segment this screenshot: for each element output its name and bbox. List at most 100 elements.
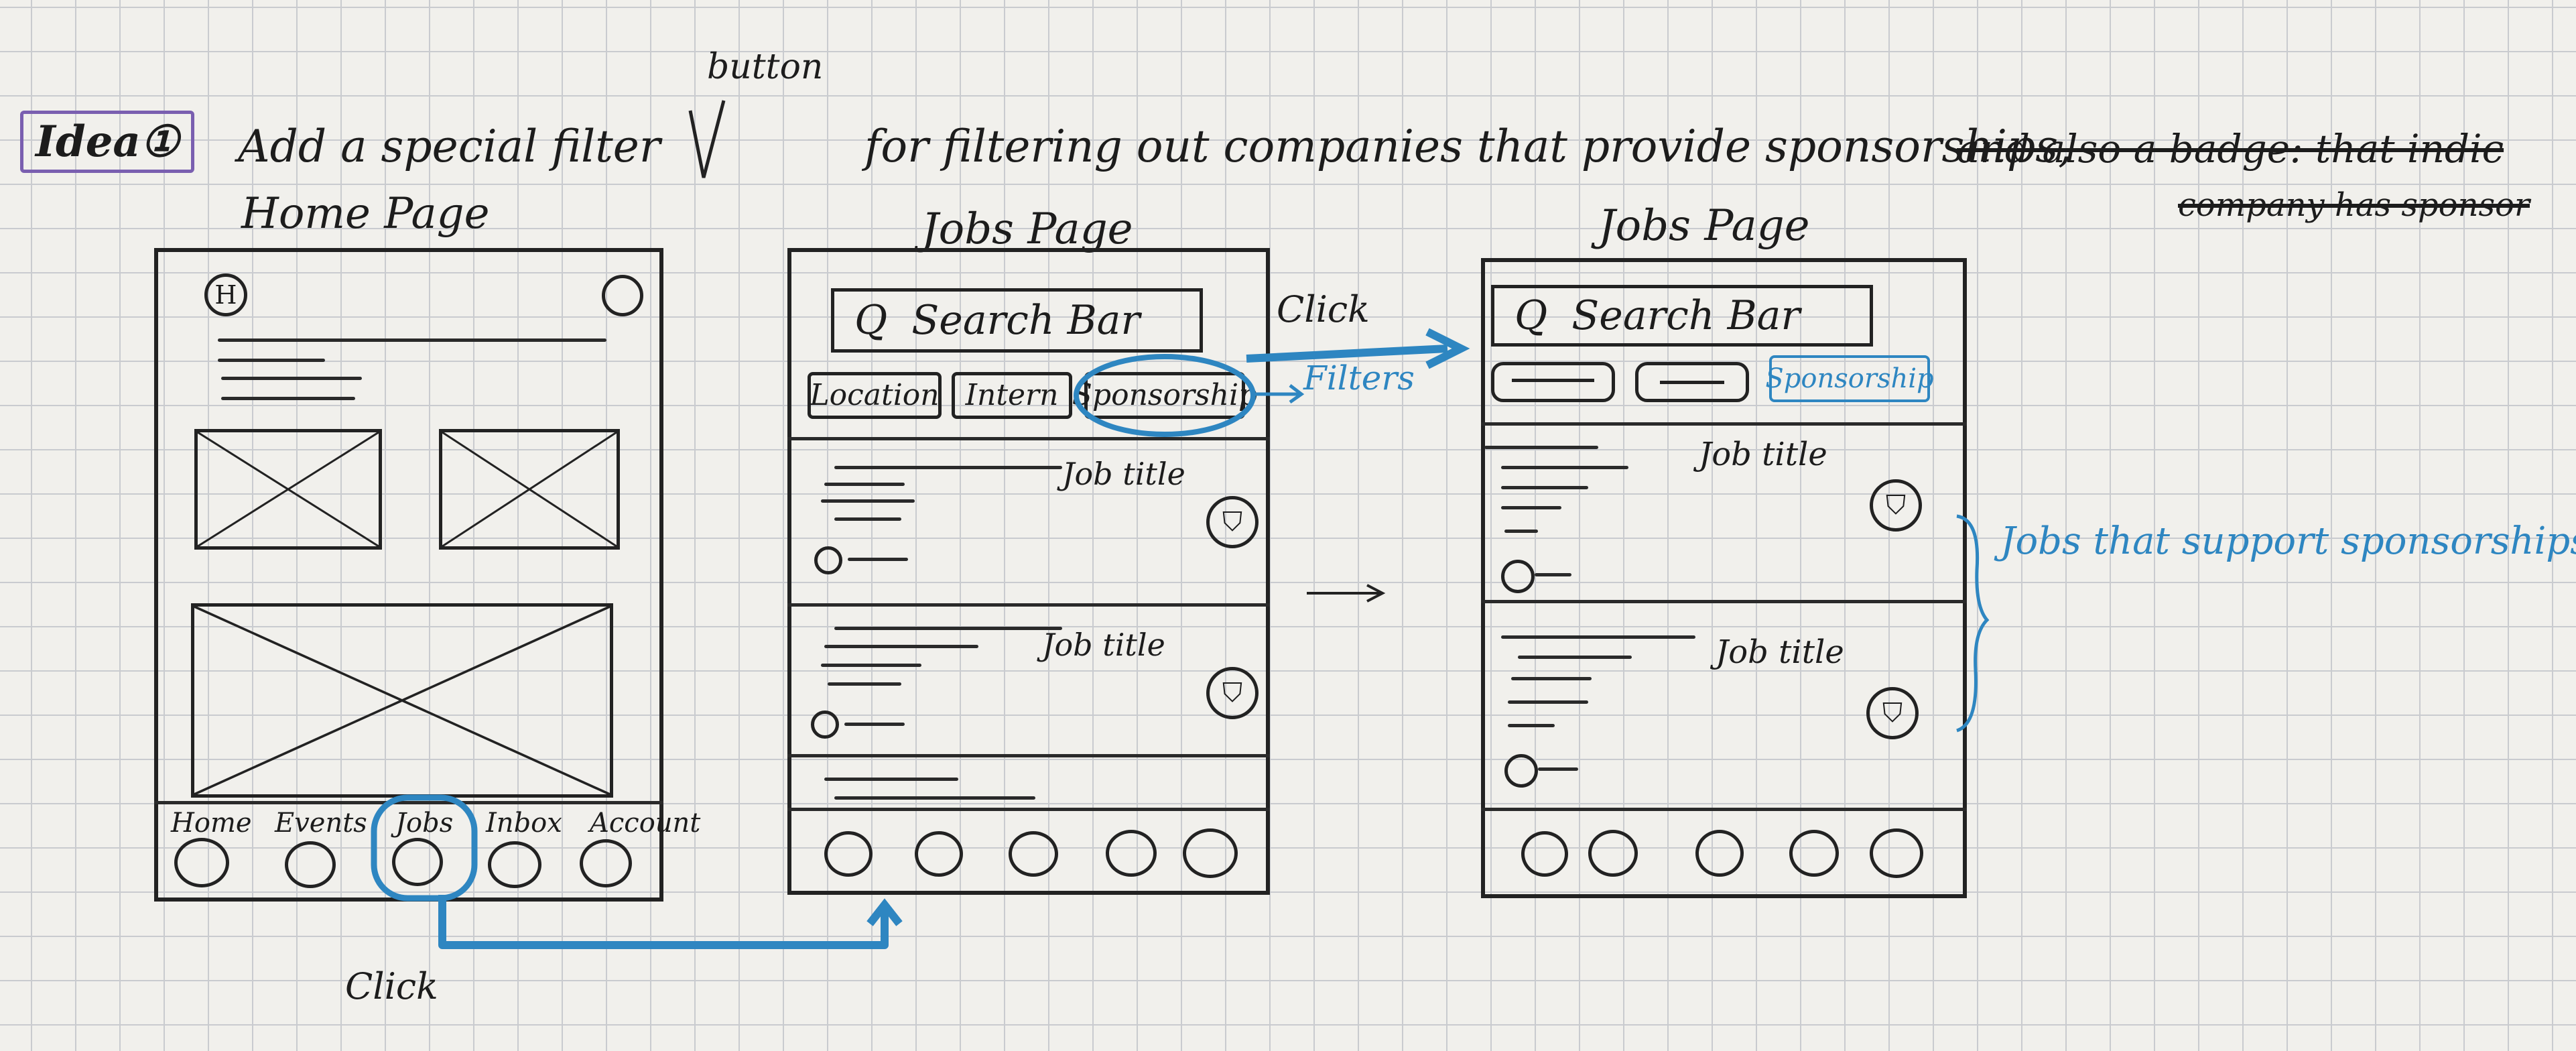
filter-location-button[interactable] bbox=[1491, 362, 1615, 402]
bookmark-icon[interactable]: ⛉ bbox=[1206, 496, 1259, 548]
nav-home-button[interactable] bbox=[1521, 831, 1568, 877]
home-text-line bbox=[218, 359, 325, 362]
nav-events-button[interactable] bbox=[285, 841, 336, 888]
home-text-line bbox=[221, 397, 355, 400]
filter-sponsorship-button[interactable]: Sponsorship bbox=[1072, 372, 1257, 419]
bookmark-icon[interactable]: ⛉ bbox=[1206, 667, 1259, 719]
job-text-line bbox=[1535, 573, 1571, 576]
job-text-line bbox=[821, 499, 915, 503]
nav-label-inbox: Inbox bbox=[486, 808, 562, 839]
job-text-line bbox=[848, 558, 908, 561]
click-annotation-top: Click bbox=[1277, 288, 1370, 330]
inserted-word: button bbox=[707, 47, 824, 87]
job-text-line bbox=[1508, 724, 1555, 727]
header-sentence-part1: Add a special filter bbox=[238, 121, 661, 172]
jobs-page-1-frame bbox=[787, 248, 1270, 895]
nav-inbox-button[interactable] bbox=[1106, 830, 1157, 877]
job-text-line bbox=[1501, 466, 1628, 469]
struck-text-1: and also a badge: that indic bbox=[1957, 126, 2504, 172]
nav-events-button[interactable] bbox=[1588, 830, 1638, 877]
job-text-line bbox=[1501, 635, 1695, 639]
filter-location-button[interactable]: Location bbox=[808, 372, 942, 419]
bookmark-icon[interactable]: ⛉ bbox=[1866, 687, 1919, 739]
nav-label-account: Account bbox=[590, 808, 701, 839]
job-text-line bbox=[824, 645, 978, 648]
chip-line bbox=[1512, 378, 1594, 382]
job-text-line bbox=[1508, 700, 1588, 704]
search-placeholder: Search Bar bbox=[1571, 292, 1801, 339]
nav-inbox-button[interactable] bbox=[1789, 830, 1839, 877]
jobs-2-divider bbox=[1481, 422, 1967, 426]
nav-jobs-button[interactable] bbox=[1009, 831, 1058, 877]
jobs-1-search-bar[interactable]: Q Search Bar bbox=[831, 288, 1203, 353]
nav-label-home: Home bbox=[171, 808, 252, 839]
nav-home-button[interactable] bbox=[174, 838, 229, 887]
job-text-line bbox=[828, 682, 901, 686]
job-text-line bbox=[1518, 656, 1632, 659]
search-icon: Q bbox=[1515, 292, 1548, 339]
nav-events-button[interactable] bbox=[915, 831, 963, 877]
filter-sponsorship-button-active[interactable]: Sponsorship bbox=[1765, 355, 1934, 402]
nav-inbox-button[interactable] bbox=[488, 841, 541, 888]
job-text-line bbox=[1484, 446, 1598, 449]
job-text-line bbox=[1538, 767, 1578, 771]
nav-account-button[interactable] bbox=[1870, 828, 1923, 878]
filter-intern-button[interactable] bbox=[1635, 362, 1749, 402]
nav-home-button[interactable] bbox=[824, 831, 873, 877]
nav-jobs-button[interactable] bbox=[392, 838, 443, 886]
job-title-1: Job title bbox=[1699, 436, 1827, 473]
filter-intern-button[interactable]: Intern bbox=[952, 372, 1072, 419]
idea-tag: Idea① bbox=[20, 111, 195, 173]
home-banner-placeholder bbox=[191, 603, 613, 798]
jobs-1-nav-divider bbox=[787, 808, 1270, 811]
job-text-line bbox=[1511, 677, 1592, 680]
home-image-placeholder bbox=[439, 429, 620, 550]
header-sentence-part2: for filtering out companies that provide… bbox=[864, 121, 2073, 172]
jobs-1-divider bbox=[787, 754, 1270, 757]
home-profile-icon bbox=[602, 275, 643, 316]
job-company-avatar bbox=[1504, 754, 1538, 788]
job-text-line bbox=[1501, 486, 1588, 489]
click-annotation-bottom: Click bbox=[345, 965, 438, 1007]
job-text-line bbox=[834, 466, 1062, 469]
job-title-2: Job title bbox=[1716, 633, 1844, 671]
nav-account-button[interactable] bbox=[580, 839, 632, 887]
job-text-line bbox=[824, 778, 958, 781]
job-text-line bbox=[844, 723, 905, 726]
job-text-line bbox=[1504, 530, 1538, 533]
home-image-placeholder bbox=[194, 429, 382, 550]
chip-line bbox=[1660, 380, 1724, 384]
job-text-line bbox=[834, 796, 1035, 800]
search-placeholder: Search Bar bbox=[911, 297, 1141, 344]
search-icon: Q bbox=[854, 297, 888, 344]
job-text-line bbox=[834, 627, 1062, 630]
jobs-page-title-1: Jobs Page bbox=[921, 204, 1133, 254]
nav-label-events: Events bbox=[275, 808, 367, 839]
home-text-line bbox=[221, 377, 362, 380]
job-company-avatar bbox=[811, 710, 839, 739]
home-logo-letter: H bbox=[214, 280, 237, 310]
home-text-line bbox=[218, 338, 606, 342]
jobs-1-divider bbox=[787, 437, 1270, 440]
job-company-avatar bbox=[814, 546, 842, 574]
home-logo: H bbox=[204, 273, 247, 316]
jobs-2-nav-divider bbox=[1481, 808, 1967, 811]
struck-text-2: company has sponsor bbox=[2178, 186, 2530, 224]
job-text-line bbox=[1501, 506, 1561, 509]
bookmark-icon[interactable]: ⛉ bbox=[1870, 479, 1922, 532]
job-title-1: Job title bbox=[1062, 456, 1185, 492]
sponsorship-bracket-note: Jobs that support sponsorships bbox=[2000, 519, 2576, 563]
jobs-1-divider bbox=[787, 603, 1270, 607]
nav-label-jobs: Jobs bbox=[395, 808, 454, 839]
job-title-2: Job title bbox=[1042, 627, 1165, 663]
jobs-2-divider bbox=[1481, 600, 1967, 603]
jobs-page-title-2: Jobs Page bbox=[1598, 201, 1810, 251]
jobs-2-search-bar[interactable]: Q Search Bar bbox=[1491, 285, 1873, 347]
nav-account-button[interactable] bbox=[1183, 828, 1238, 878]
jobs-page-2-frame bbox=[1481, 258, 1967, 898]
nav-jobs-button[interactable] bbox=[1695, 830, 1744, 877]
job-text-line bbox=[824, 483, 905, 486]
job-text-line bbox=[834, 517, 901, 521]
filters-annotation: Filters bbox=[1303, 359, 1415, 397]
home-page-title: Home Page bbox=[241, 189, 490, 239]
